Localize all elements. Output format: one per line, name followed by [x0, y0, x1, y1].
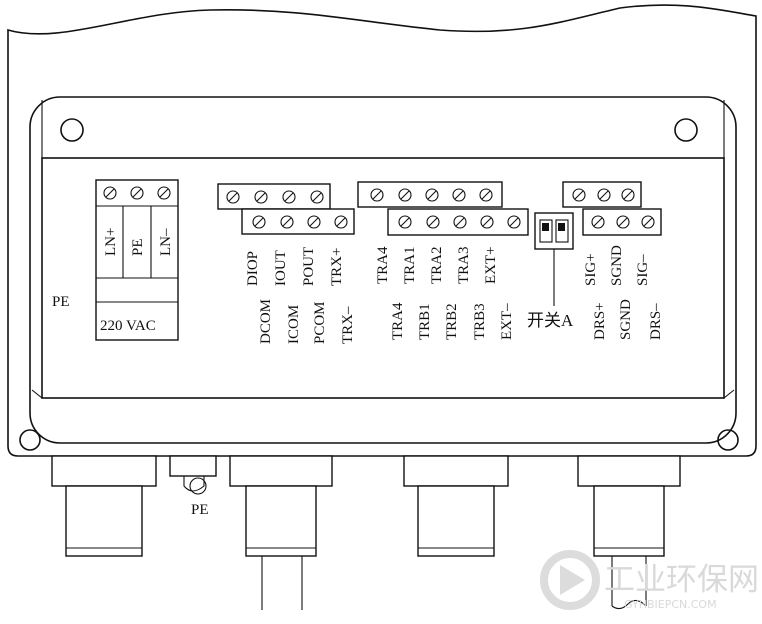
screw-icon — [641, 215, 655, 229]
screw-icon — [398, 215, 412, 229]
g2-upper-label: EXT+ — [483, 246, 499, 284]
g2-upper-label: TRA3 — [456, 247, 472, 285]
g1-upper-label: TRX+ — [329, 248, 345, 286]
g2-lower-label: TRB1 — [417, 303, 433, 340]
screw-icon — [480, 215, 494, 229]
screw-icon — [282, 190, 296, 204]
screw-icon — [254, 190, 268, 204]
mount-hole-top-left — [60, 118, 84, 142]
watermark: 工业环保网 GYHBIEPCN.COM — [540, 550, 759, 611]
g2-lower-label: TRB2 — [444, 303, 460, 340]
g2-lower-label: EXT– — [499, 303, 515, 340]
g1-lower-label: PCOM — [312, 301, 328, 344]
pe-label-bottom: PE — [191, 502, 209, 518]
screw-icon — [103, 186, 117, 200]
screw-icon — [591, 215, 605, 229]
g1-upper-label: IOUT — [273, 250, 289, 286]
mount-hole-bottom-left — [19, 429, 41, 451]
screw-icon — [572, 188, 586, 202]
g2-upper-label: TRA2 — [429, 247, 445, 285]
watermark-url: GYHBIEPCN.COM — [624, 598, 717, 611]
g1-lower-label: DCOM — [258, 299, 274, 344]
housing-outline — [7, 4, 757, 457]
g2-upper-label: TRA1 — [402, 247, 418, 285]
g3-upper-label: SGND — [609, 245, 625, 286]
screw-icon — [226, 190, 240, 204]
screw-icon — [370, 188, 384, 202]
screw-icon — [280, 215, 294, 229]
cable-gland-1 — [51, 455, 157, 557]
screw-icon — [252, 215, 266, 229]
g2-lower-label: TRA4 — [390, 302, 406, 340]
screw-icon — [398, 188, 412, 202]
g1-upper-label: POUT — [301, 247, 317, 286]
g2-lower-label: TRB3 — [472, 303, 488, 340]
screw-icon — [479, 188, 493, 202]
screw-icon — [426, 215, 440, 229]
g2-upper-label: TRA4 — [375, 246, 391, 284]
screw-icon — [621, 188, 635, 202]
screw-icon — [310, 190, 324, 204]
terminal-block-group2: TRA4 TRA1 TRA2 TRA3 EXT+ TRA4 TRB1 TRB2 … — [357, 181, 529, 340]
screw-icon — [616, 215, 630, 229]
switch-label: 开关A — [527, 311, 574, 330]
cable-gland-4 — [577, 455, 681, 610]
pe-ground-stud: PE — [169, 455, 217, 518]
screw-icon — [130, 186, 144, 200]
g3-upper-label: SIG– — [635, 254, 651, 286]
g3-lower-label: DRS– — [648, 303, 664, 340]
terminal-block-group1: DIOP IOUT POUT TRX+ DCOM ICOM PCOM TRX– — [217, 183, 356, 344]
watermark-title: 工业环保网 — [604, 562, 759, 598]
inner-frame — [29, 96, 737, 444]
terminal-block-group3: SIG+ SGND SIG– DRS+ SGND DRS– — [562, 181, 664, 340]
g1-upper-label: DIOP — [245, 251, 261, 286]
screw-icon — [307, 215, 321, 229]
screw-icon — [452, 188, 466, 202]
power-label-pe: PE — [130, 238, 146, 256]
terminal-board — [41, 157, 725, 399]
watermark-logo-icon — [540, 550, 600, 610]
power-label-ln-minus: LN– — [158, 228, 174, 256]
screw-icon — [157, 186, 171, 200]
power-label-ln-plus: LN+ — [103, 228, 119, 256]
g3-lower-label: SGND — [618, 299, 634, 340]
g1-lower-label: ICOM — [286, 305, 302, 344]
screw-icon — [597, 188, 611, 202]
mount-hole-top-right — [674, 118, 698, 142]
pe-label-left: PE — [52, 294, 70, 310]
screw-icon — [334, 215, 348, 229]
g1-lower-label: TRX– — [340, 306, 356, 344]
cable-gland-3 — [403, 455, 509, 557]
mount-hole-bottom-right — [717, 429, 739, 451]
power-terminal-block: LN+ PE LN– 220 VAC — [95, 179, 179, 341]
screw-icon — [507, 215, 521, 229]
switch-a: 开关A — [527, 212, 574, 330]
screw-icon — [425, 188, 439, 202]
g3-upper-label: SIG+ — [583, 253, 599, 286]
screw-icon — [453, 215, 467, 229]
g3-lower-label: DRS+ — [592, 302, 608, 340]
voltage-label: 220 VAC — [100, 318, 156, 334]
cable-gland-2 — [229, 455, 333, 610]
